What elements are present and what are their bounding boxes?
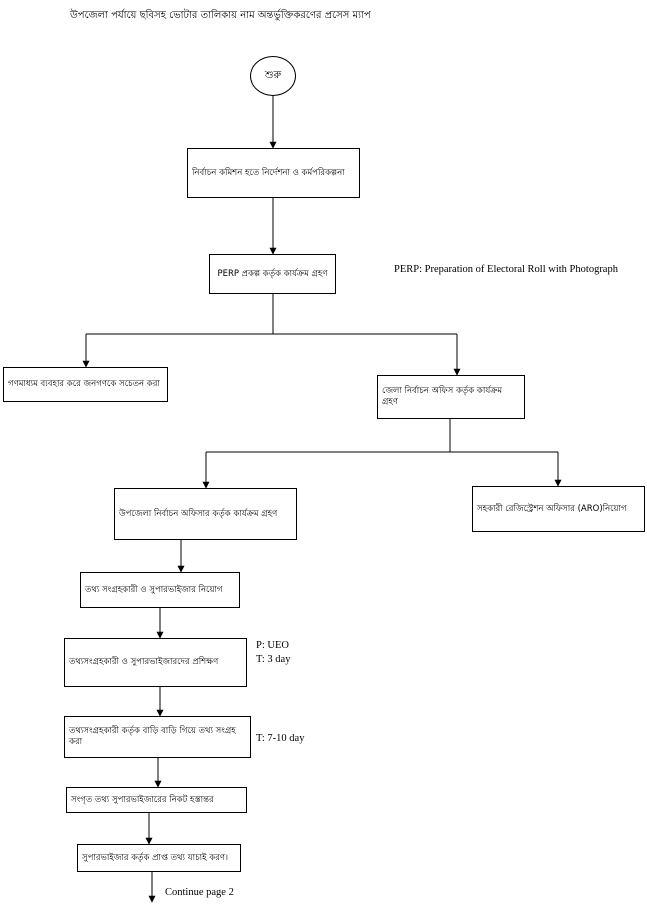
collection-t-note: T: 7-10 day [256,733,305,744]
continue-note: Continue page 2 [165,887,234,898]
mass-media-box: গণমাধ্যম ব্যবহার করে জনগণকে সচেতন করা [3,367,168,402]
upazila-officer-box: উপজেলা নির্বাচন অফিসার কর্তৃক কার্যক্রম … [114,488,297,540]
perp-definition-note: PERP: Preparation of Electoral Roll with… [394,264,618,275]
aro-appointment-box: সহকারী রেজিস্ট্রেশন অফিসার (ARO)নিয়োগ [472,486,645,532]
training-t-note: T: 3 day [256,654,291,665]
collector-appointment-box: তথ্য সংগ্রহকারী ও সুপারভাইজার নিয়োগ [80,572,240,608]
verification-box: সুপারভাইজার কর্তৃক প্রাপ্ত তথ্য যাচাই কর… [77,844,241,872]
start-node: শুরু [250,56,296,96]
training-p-note: P: UEO [256,640,289,651]
district-office-box: জেলা নির্বাচন অফিস কর্তৃক কার্যক্রম গ্রহ… [377,375,525,419]
house-visit-box: তথ্যসংগ্রহকারী কর্তৃক বাড়ি বাড়ি গিয়ে … [64,716,251,758]
ec-direction-box: নির্বাচন কমিশন হতে নির্দেশনা ও কর্মপরিকল… [187,148,360,198]
page-title: উপজেলা পর্যায়ে ছবিসহ ভোটার তালিকায় নাম… [70,10,371,21]
training-box: তথ্যসংগ্রহকারী ও সুপারভাইজারদের প্রশিক্ষ… [64,638,247,687]
perp-project-box: PERP প্রকল্প কর্তৃক কার্যক্রম গ্রহণ [209,254,336,294]
handover-box: সংগৃত তথ্য সুপারভাইজারের নিকট হস্তান্তর [66,787,247,813]
